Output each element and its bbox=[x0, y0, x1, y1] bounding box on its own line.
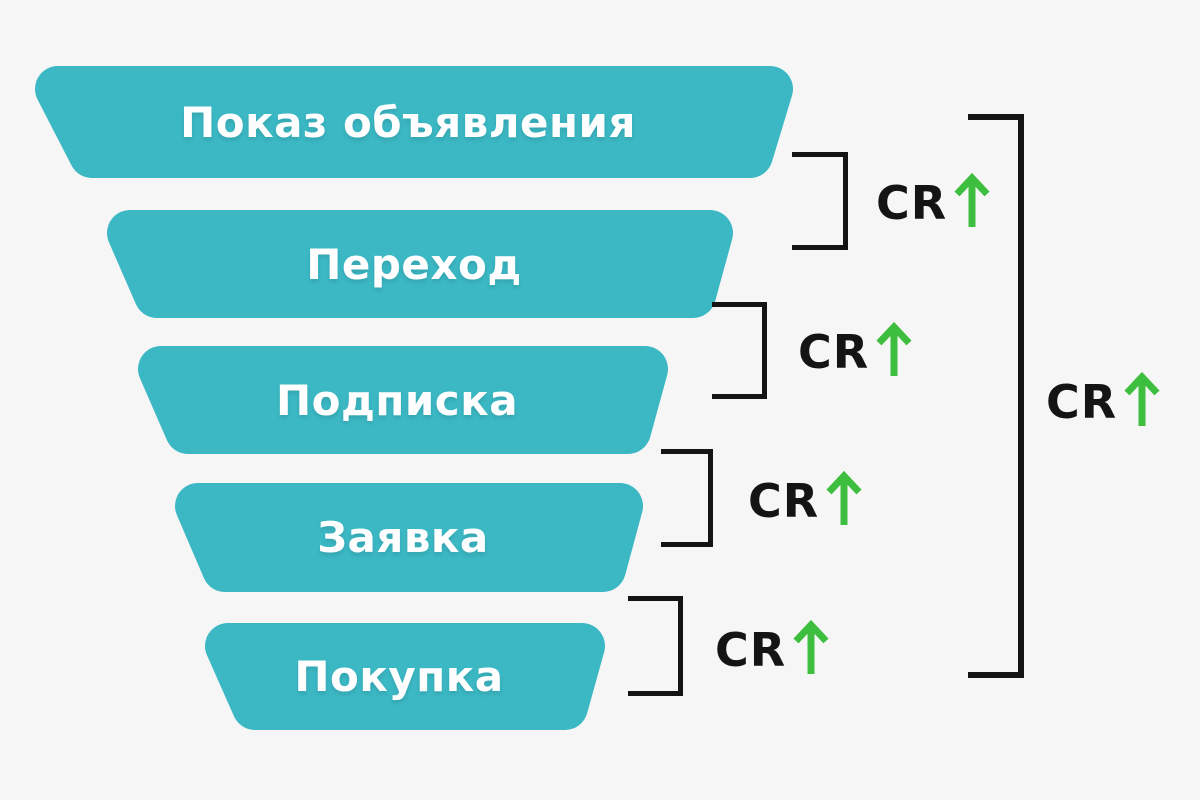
cr-text: CR bbox=[1046, 375, 1118, 429]
bracket-stage1-stage2 bbox=[792, 152, 848, 250]
funnel-stage-shape bbox=[35, 66, 793, 178]
funnel-stage-purchase: Покупка bbox=[205, 623, 605, 730]
stage-label: Заявка bbox=[317, 513, 489, 562]
up-arrow-icon bbox=[954, 173, 990, 227]
funnel-stage-lead: Заявка bbox=[175, 483, 643, 592]
funnel-stage-shape bbox=[205, 623, 605, 730]
funnel-stage-shape bbox=[138, 346, 668, 454]
bracket-overall bbox=[968, 114, 1024, 678]
up-arrow-icon bbox=[1124, 372, 1160, 426]
cr-label-3: CR bbox=[748, 470, 864, 528]
stage-label: Покупка bbox=[294, 652, 504, 701]
up-arrow-icon bbox=[826, 471, 862, 525]
funnel-stage-impression: Показ объявления bbox=[35, 66, 793, 178]
bracket-stage2-stage3 bbox=[712, 302, 767, 399]
up-arrow-icon bbox=[793, 620, 829, 674]
cr-text: CR bbox=[715, 623, 787, 677]
stage-label: Переход bbox=[306, 239, 522, 289]
stage-label: Подписка bbox=[275, 375, 519, 425]
cr-text: CR bbox=[748, 474, 820, 528]
cr-label-1: CR bbox=[876, 172, 992, 230]
bracket-stage4-stage5 bbox=[628, 596, 683, 696]
cr-text: CR bbox=[798, 325, 870, 379]
cr-label-overall: CR bbox=[1046, 371, 1162, 429]
funnel-stage-shape bbox=[107, 210, 733, 318]
up-arrow-icon bbox=[876, 322, 912, 376]
cr-text: CR bbox=[876, 176, 948, 230]
cr-label-4: CR bbox=[715, 619, 831, 677]
funnel-stage-shape bbox=[175, 483, 643, 592]
bracket-stage3-stage4 bbox=[661, 449, 713, 547]
funnel-stage-click: Переход bbox=[107, 210, 733, 318]
funnel-stage-subscription: Подписка bbox=[138, 346, 668, 454]
stage-label: Показ объявления bbox=[180, 97, 636, 147]
cr-label-2: CR bbox=[798, 321, 914, 379]
